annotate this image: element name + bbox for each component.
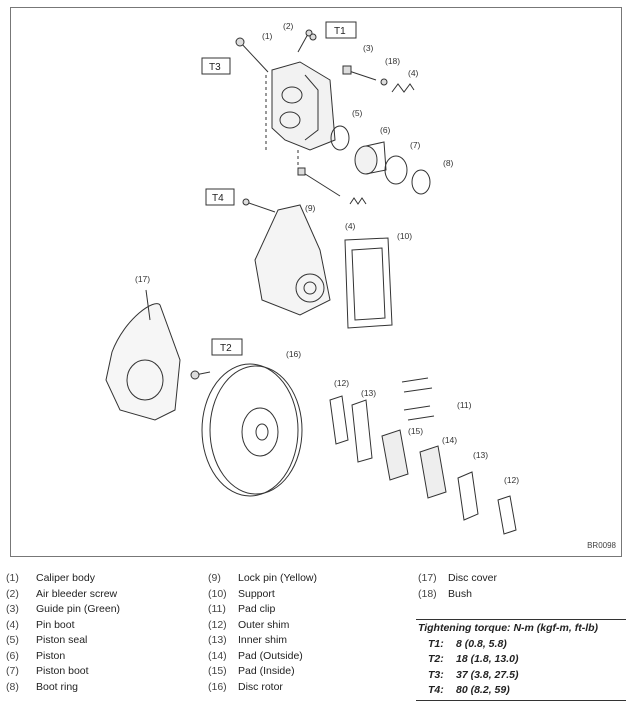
piston <box>354 141 387 175</box>
callout-7: (7) <box>410 140 421 150</box>
legend-column-3: (17)Disc cover (18)Bush <box>418 571 497 602</box>
outer-shim-right <box>497 495 517 535</box>
boot-ring <box>411 169 431 195</box>
torque-spec-table: Tightening torque: N-m (kgf-m, ft-lb) T1… <box>416 619 626 701</box>
pad-clips <box>401 377 435 421</box>
callout-5: (5) <box>352 108 363 118</box>
callout-12a: (12) <box>334 378 349 388</box>
callout-1: (1) <box>262 31 273 41</box>
pad-inside <box>381 429 409 481</box>
callout-6: (6) <box>380 125 391 135</box>
svg-text:T4: T4 <box>212 193 224 204</box>
callout-11: (11) <box>457 400 472 410</box>
callout-18: (18) <box>385 56 400 66</box>
legend-item: (1)Caliper body <box>6 572 95 584</box>
inner-shim-right <box>457 471 479 521</box>
callout-2: (2) <box>283 21 294 31</box>
pad-outside <box>419 445 447 499</box>
callout-3: (3) <box>363 43 374 53</box>
legend-item: (11)Pad clip <box>208 603 276 615</box>
piston-seal <box>330 125 350 151</box>
legend-item: (15)Pad (Inside) <box>208 665 295 677</box>
disc-rotor <box>201 363 303 497</box>
svg-text:T3: T3 <box>209 62 221 73</box>
torque-row: T3:37 (3.8, 27.5) <box>428 668 519 681</box>
torque-title: Tightening torque: N-m (kgf-m, ft-lb) <box>418 622 599 634</box>
callout-13b: (13) <box>473 450 488 460</box>
torque-row: T2:18 (1.8, 13.0) <box>428 653 519 665</box>
guide-pin <box>342 65 377 81</box>
bush <box>380 78 388 86</box>
callout-14: (14) <box>442 435 457 445</box>
legend-item: (6)Piston <box>6 649 66 662</box>
legend-column-2: (9)Lock pin (Yellow) (10)Support (11)Pad… <box>208 571 317 695</box>
legend-item: (13)Inner shim <box>208 634 288 646</box>
exploded-brake-diagram: (2) (1) (3) (18) (4) (5) (6) (7) (8) (9)… <box>105 21 519 535</box>
callout-10: (10) <box>397 231 412 241</box>
legend-item: (10)Support <box>208 587 275 600</box>
callout-12b: (12) <box>504 475 519 485</box>
pin-boot-upper <box>391 83 415 93</box>
caliper-body <box>235 37 336 151</box>
disc-cover <box>105 289 181 421</box>
legend-item: (16)Disc rotor <box>208 680 283 693</box>
callout-16: (16) <box>286 349 301 359</box>
torque-tag-t4: T4 <box>205 188 235 206</box>
callout-17: (17) <box>135 274 150 284</box>
lock-pin <box>297 167 341 197</box>
legend-item: (3)Guide pin (Green) <box>6 603 121 615</box>
legend-item: (18)Bush <box>418 587 472 600</box>
outer-shim-left <box>329 395 349 445</box>
diagram-frame <box>10 7 622 557</box>
svg-text:T2: T2 <box>220 343 232 354</box>
callout-9: (9) <box>305 203 316 213</box>
legend-item: (9)Lock pin (Yellow) <box>208 572 317 584</box>
piston-boot <box>384 155 408 185</box>
legend-item: (14)Pad (Outside) <box>208 649 303 662</box>
support <box>344 237 393 329</box>
steering-knuckle <box>242 198 331 316</box>
torque-row: T1:8 (0.8, 5.8) <box>428 637 507 650</box>
callout-13a: (13) <box>361 388 376 398</box>
callout-15: (15) <box>408 426 423 436</box>
legend-item: (7)Piston boot <box>6 665 89 677</box>
torque-row: T4:80 (8.2, 59) <box>428 684 510 696</box>
callout-4a: (4) <box>408 68 419 78</box>
legend-item: (2)Air bleeder screw <box>6 587 118 600</box>
air-bleeder-screw <box>297 29 317 53</box>
torque-tag-t2: T2 <box>211 338 243 356</box>
callout-4b: (4) <box>345 221 356 231</box>
legend-column-1: (1)Caliper body (2)Air bleeder screw (3)… <box>6 571 120 695</box>
torque-tag-t3: T3 <box>201 57 231 75</box>
legend-item: (17)Disc cover <box>418 572 498 584</box>
inner-shim-left <box>351 399 373 463</box>
legend-item: (8)Boot ring <box>6 680 79 693</box>
legend-item: (4)Pin boot <box>6 618 75 631</box>
torque-tag-t1: T1 <box>325 21 357 39</box>
svg-text:T1: T1 <box>334 26 346 37</box>
pin-boot-lower <box>349 197 367 205</box>
callout-8: (8) <box>443 158 454 168</box>
diagram-code: BR0098 <box>587 541 616 550</box>
legend-item: (5)Piston seal <box>6 634 88 646</box>
legend-item: (12)Outer shim <box>208 618 290 631</box>
